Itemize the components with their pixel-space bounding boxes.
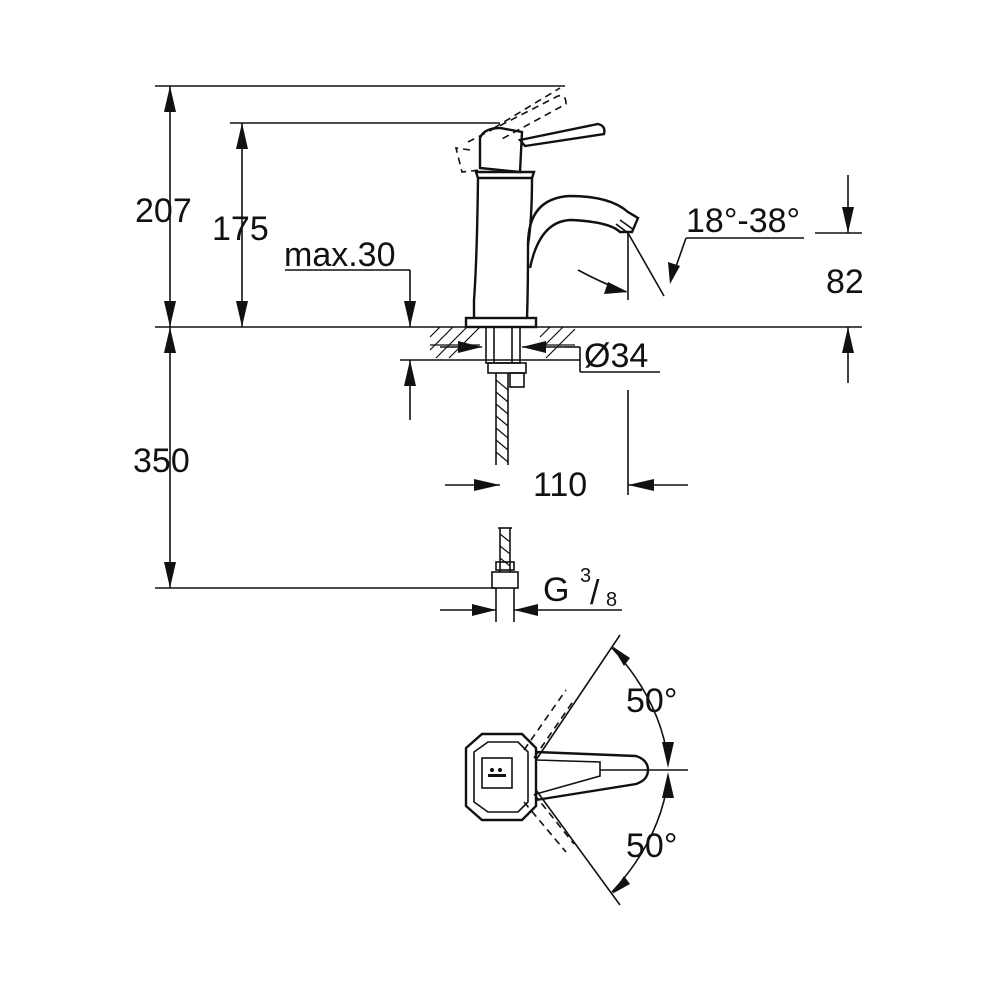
dimension-label-angle-bottom-50: 50° [626, 827, 677, 865]
faucet-body [454, 87, 640, 329]
dimension-angle-18-38 [577, 232, 804, 297]
dimension-label-thread-num: 3 [580, 565, 591, 587]
dimension-label-angle-18-38: 18°-38° [686, 202, 800, 240]
hose-connector [491, 527, 519, 622]
dimension-label-thread-slash: / [590, 574, 600, 612]
extension-lines [155, 85, 862, 589]
dimension-label-350: 350 [133, 442, 190, 480]
dimension-label-110: 110 [533, 466, 587, 504]
supply-pipes [485, 326, 527, 465]
dimension-label-82: 82 [826, 263, 864, 301]
dimension-label-thread-den: 8 [606, 589, 617, 611]
faucet-top-view [464, 732, 650, 822]
dimension-diameter-34 [440, 341, 660, 373]
dimension-thread [440, 604, 622, 616]
dimension-label-diameter-34: Ø34 [584, 337, 648, 375]
dimension-max-30 [285, 269, 580, 420]
dimension-label-175: 175 [212, 210, 269, 248]
swivel-positions [523, 689, 575, 853]
dimension-175 [236, 123, 248, 327]
dimension-label-thread-g: G [543, 571, 569, 609]
dimension-label-max-30: max.30 [284, 236, 396, 274]
dimension-110 [445, 479, 688, 491]
dimension-label-angle-top-50: 50° [626, 682, 677, 720]
countertop-section [429, 326, 576, 359]
dimension-350 [164, 327, 176, 588]
dimension-angle-50 [535, 634, 688, 906]
dimension-label-207: 207 [135, 192, 192, 230]
dimension-82 [842, 175, 854, 383]
dimension-207 [164, 86, 176, 327]
